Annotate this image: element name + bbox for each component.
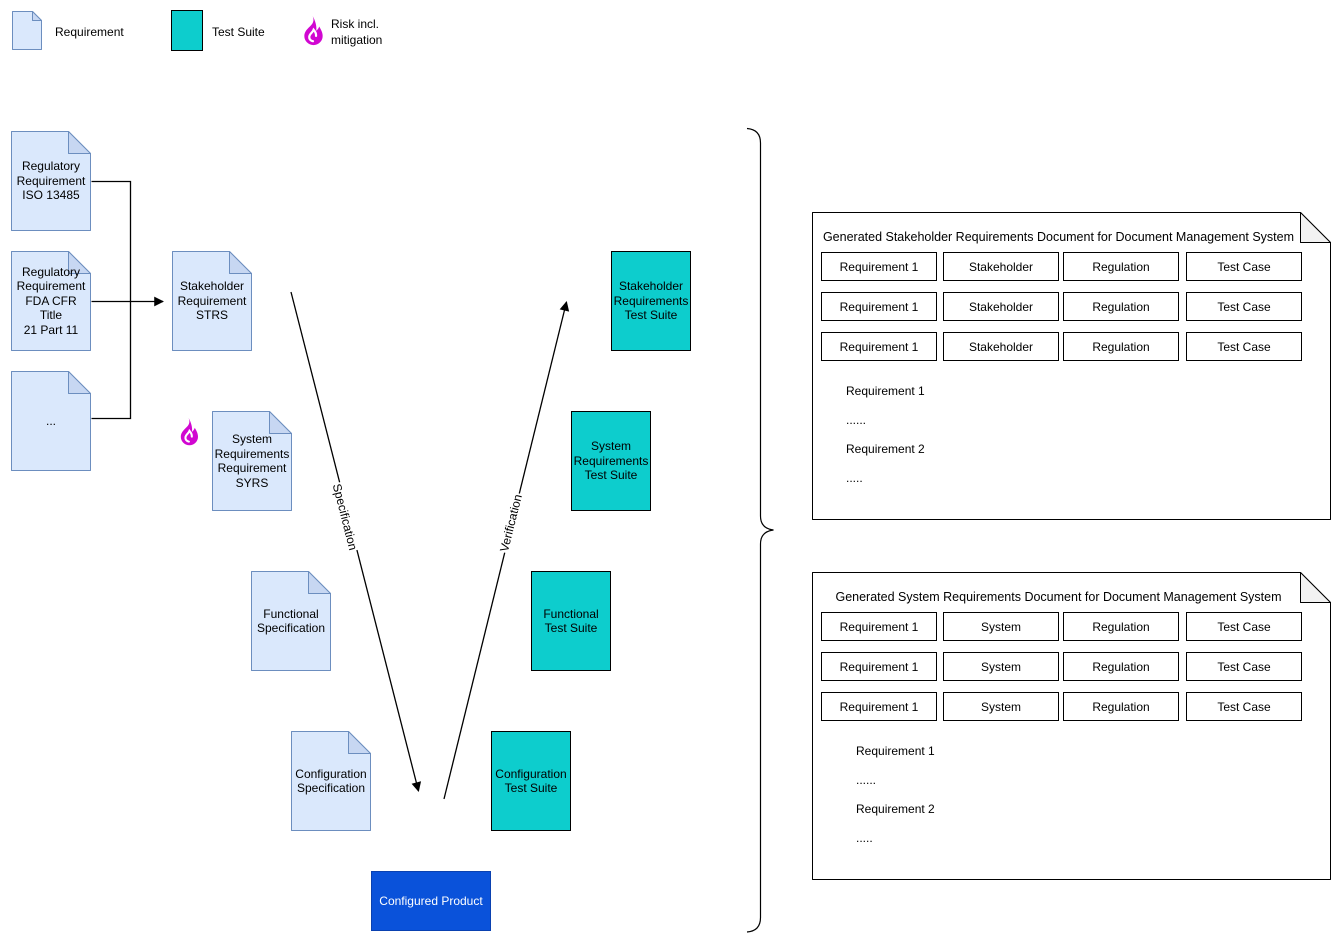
verification-edge-label: Verification [496, 491, 526, 555]
test-case-cell: Test Case [1186, 332, 1302, 361]
requirement-cell: Requirement 1 [821, 692, 937, 721]
stakeholder-cell: Stakeholder [943, 292, 1059, 321]
doc-label: Regulatory Requirement ISO 13485 [16, 159, 86, 203]
legend-risk-label: Risk incl. mitigation [331, 17, 383, 47]
doc-regulatory-iso-13485: Regulatory Requirement ISO 13485 [11, 131, 91, 231]
panel-stakeholder-requirements-doc: Generated Stakeholder Requirements Docum… [812, 212, 1331, 520]
body-line: Requirement 2 [856, 801, 935, 816]
doc-regulatory-more: ... [11, 371, 91, 471]
doc-stakeholder-requirement-strs: Stakeholder Requirement STRS [172, 251, 252, 351]
test-case-cell: Test Case [1186, 292, 1302, 321]
panel-system-requirements-doc: Generated System Requirements Document f… [812, 572, 1331, 880]
legend-requirement-label: Requirement [55, 25, 124, 39]
requirement-cell: Requirement 1 [821, 612, 937, 641]
regulatory-connector-line [91, 180, 132, 420]
test-case-cell: Test Case [1186, 252, 1302, 281]
test-suite-swatch-icon [171, 10, 203, 51]
configured-product-box: Configured Product [371, 871, 491, 931]
suite-configuration: Configuration Test Suite [491, 731, 571, 831]
system-cell: System [943, 652, 1059, 681]
requirement-cell: Requirement 1 [821, 292, 937, 321]
doc-label: Regulatory Requirement FDA CFR Title 21 … [16, 264, 86, 337]
body-line: ...... [856, 772, 877, 787]
panel-title: Generated Stakeholder Requirements Docum… [822, 230, 1295, 244]
stakeholder-cell: Stakeholder [943, 332, 1059, 361]
test-case-cell: Test Case [1186, 612, 1302, 641]
body-line: ..... [846, 470, 863, 485]
body-line: Requirement 2 [846, 441, 925, 456]
doc-label: Functional Specification [256, 606, 326, 636]
suite-functional: Functional Test Suite [531, 571, 611, 671]
doc-functional-specification: Functional Specification [251, 571, 331, 671]
panel-title: Generated System Requirements Document f… [835, 590, 1282, 604]
doc-label: System Requirements Requirement SYRS [214, 432, 290, 490]
doc-configuration-specification: Configuration Specification [291, 731, 371, 831]
stakeholder-cell: Stakeholder [943, 252, 1059, 281]
specification-edge-label: Specification [329, 481, 361, 553]
body-line: Requirement 1 [846, 383, 925, 398]
suite-system-requirements: System Requirements Test Suite [571, 411, 651, 511]
risk-flame-icon [176, 418, 200, 448]
requirement-cell: Requirement 1 [821, 252, 937, 281]
panel-body-text: Requirement 1 ...... Requirement 2 ..... [846, 376, 925, 492]
legend-test-suite-label: Test Suite [212, 25, 265, 39]
risk-flame-icon [299, 16, 325, 48]
requirement-cell: Requirement 1 [821, 332, 937, 361]
suite-stakeholder-requirements: Stakeholder Requirements Test Suite [611, 251, 691, 351]
regulation-cell: Regulation [1063, 612, 1179, 641]
regulation-cell: Regulation [1063, 332, 1179, 361]
regulation-cell: Regulation [1063, 692, 1179, 721]
system-cell: System [943, 612, 1059, 641]
body-line: ..... [856, 830, 873, 845]
curly-brace [746, 127, 774, 933]
system-cell: System [943, 692, 1059, 721]
regulation-cell: Regulation [1063, 292, 1179, 321]
body-line: ...... [846, 412, 867, 427]
requirement-cell: Requirement 1 [821, 652, 937, 681]
requirement-doc-icon [12, 11, 42, 50]
doc-regulatory-fda-cfr: Regulatory Requirement FDA CFR Title 21 … [11, 251, 91, 351]
doc-label: ... [45, 413, 56, 428]
panel-body-text: Requirement 1 ...... Requirement 2 ..... [856, 736, 935, 852]
test-case-cell: Test Case [1186, 652, 1302, 681]
doc-label: Stakeholder Requirement STRS [177, 279, 247, 323]
doc-system-requirements-syrs: System Requirements Requirement SYRS [212, 411, 292, 511]
body-line: Requirement 1 [856, 743, 935, 758]
regulation-cell: Regulation [1063, 252, 1179, 281]
test-case-cell: Test Case [1186, 692, 1302, 721]
regulation-cell: Regulation [1063, 652, 1179, 681]
doc-label: Configuration Specification [295, 766, 367, 796]
